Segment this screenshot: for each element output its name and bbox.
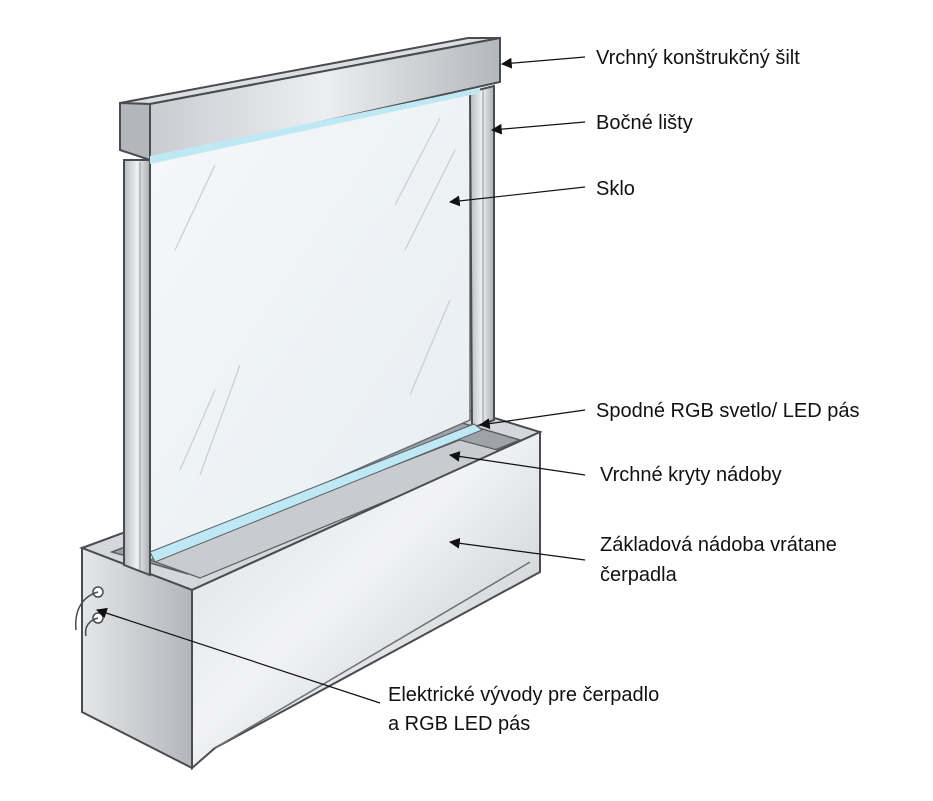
- glass-reflection: [179, 389, 216, 471]
- label-glass: Sklo: [596, 178, 635, 200]
- label-base-tank-line2: čerpadla: [600, 564, 677, 586]
- left-side-rail: [123, 159, 151, 577]
- leader-bottom-led: [478, 409, 586, 429]
- leader-lines: [95, 56, 586, 704]
- label-base-tank-line1: Základová nádoba vrátane: [600, 534, 837, 556]
- leader-electrical: [95, 607, 381, 704]
- base-tank-front-face: [191, 430, 541, 771]
- top-canopy: [119, 36, 501, 164]
- top-canopy-end-face: [119, 101, 151, 162]
- cable: [84, 617, 99, 637]
- leader-tank-covers: [448, 451, 586, 476]
- label-bottom-led: Spodné RGB svetlo/ LED pás: [596, 400, 860, 422]
- leader-glass: [448, 186, 586, 207]
- label-electrical-line1: Elektrické vývody pre čerpadlo: [388, 684, 660, 706]
- cable: [75, 591, 99, 631]
- label-top-canopy: Vrchný konštrukčný šilt: [596, 47, 800, 69]
- base-tank-foot-edge: [214, 561, 531, 749]
- glass-reflection: [409, 299, 451, 396]
- bottom-led-strip: [149, 423, 484, 563]
- glass-reflection: [404, 149, 456, 251]
- leader-top-canopy: [500, 56, 586, 69]
- label-side-rails: Bočné lišty: [596, 112, 693, 134]
- glass-reflection: [199, 364, 241, 476]
- top-led-glow: [150, 88, 480, 164]
- glass-reflection: [174, 164, 216, 251]
- label-tank-covers: Vrchné kryty nádoby: [600, 464, 782, 486]
- label-electrical-line2: a RGB LED pás: [388, 713, 531, 735]
- leader-side-rails: [490, 121, 586, 135]
- right-side-rail: [468, 84, 495, 430]
- leader-base-tank: [448, 537, 586, 561]
- glass-reflection: [394, 117, 441, 206]
